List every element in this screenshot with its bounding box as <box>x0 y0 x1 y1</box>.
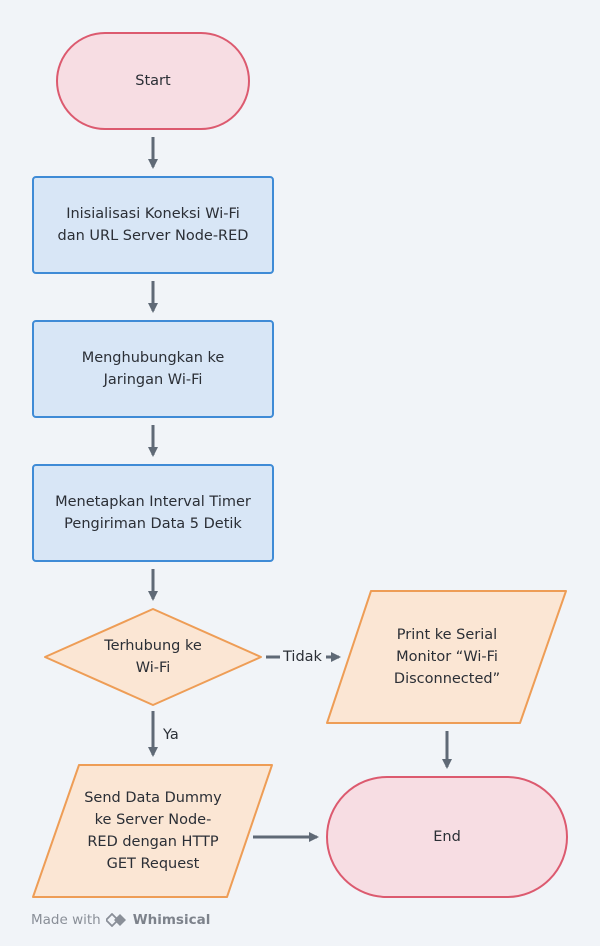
start-terminal[interactable] <box>56 32 250 130</box>
made-with-text: Made with <box>31 912 101 928</box>
print-label: Print ke Serial Monitor “Wi-Fi Disconnec… <box>393 627 501 687</box>
end-terminal[interactable] <box>326 776 568 898</box>
decision-label: Terhubung ke Wi-Fi <box>104 638 202 676</box>
print-disconnected-io[interactable] <box>326 590 567 724</box>
end-label: End <box>433 829 461 845</box>
connect-label: Menghubungkan ke Jaringan Wi-Fi <box>81 350 225 388</box>
edge-label-no: Tidak <box>283 649 322 665</box>
timer-label: Menetapkan Interval Timer Pengiriman Dat… <box>55 494 251 532</box>
connected-decision[interactable] <box>44 608 262 706</box>
connect-process[interactable] <box>32 320 274 418</box>
init-label: Inisialisasi Koneksi Wi-Fi dan URL Serve… <box>57 206 249 244</box>
send-label: Send Data Dummy ke Server Node- RED deng… <box>84 790 222 872</box>
timer-process[interactable] <box>32 464 274 562</box>
whimsical-logo-icon <box>105 913 128 927</box>
whimsical-brand: Whimsical <box>132 912 211 928</box>
init-process[interactable] <box>32 176 274 274</box>
edge-label-yes: Ya <box>163 727 179 743</box>
send-data-io[interactable] <box>32 764 273 898</box>
made-with-footer[interactable]: Made with Whimsical <box>31 912 210 928</box>
start-label: Start <box>135 73 171 89</box>
